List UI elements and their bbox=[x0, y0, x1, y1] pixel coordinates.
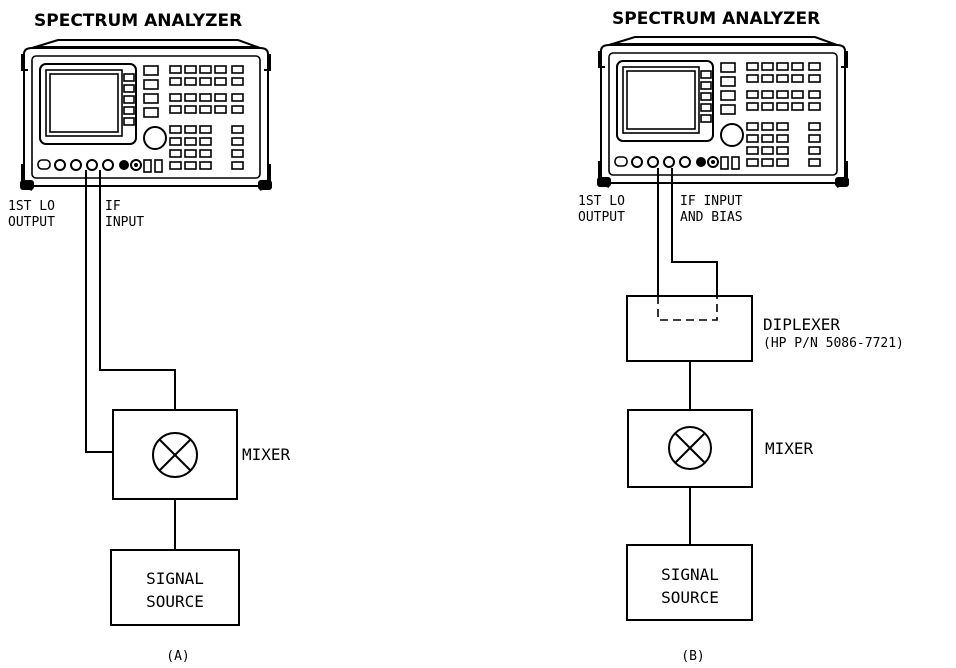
if-input-label-a-line1: IF bbox=[105, 199, 121, 214]
mixer-label-a: MIXER bbox=[242, 445, 291, 464]
if-cable-a bbox=[99, 170, 176, 410]
analyzer-title-a: SPECTRUM ANALYZER bbox=[34, 11, 242, 31]
spectrum-analyzer-icon bbox=[596, 36, 850, 188]
diplexer-internal-path bbox=[657, 296, 718, 321]
mixer-symbol-icon bbox=[152, 432, 198, 478]
if-input-label-b-line2: AND BIAS bbox=[680, 210, 743, 225]
lo-output-label-a-line2: OUTPUT bbox=[8, 215, 55, 230]
if-cable-b bbox=[671, 168, 718, 296]
lo-cable-a bbox=[85, 170, 113, 453]
caption-b: (B) bbox=[681, 649, 704, 664]
lo-output-label-b-line1: 1ST LO bbox=[578, 194, 625, 209]
diplexer-part-number: (HP P/N 5086-7721) bbox=[763, 336, 904, 351]
diagram-a: SPECTRUM ANALYZER 1ST LO OUTPUT IF INPUT… bbox=[8, 11, 291, 664]
mixer-label-b: MIXER bbox=[765, 439, 814, 458]
if-input-label-b-line1: IF INPUT bbox=[680, 194, 743, 209]
diplexer-label: DIPLEXER bbox=[763, 315, 840, 334]
signal-source-label-b-line1: SIGNAL bbox=[661, 565, 719, 584]
lo-output-label-a-line1: 1ST LO bbox=[8, 199, 55, 214]
diplexer-box-b bbox=[626, 295, 753, 362]
spectrum-analyzer-icon bbox=[19, 39, 273, 191]
if-input-label-a-line2: INPUT bbox=[105, 215, 144, 230]
mixer-symbol-icon bbox=[668, 426, 712, 470]
caption-a: (A) bbox=[166, 649, 189, 664]
diagram-b: SPECTRUM ANALYZER 1ST LO OUTPUT IF INPUT… bbox=[578, 9, 904, 664]
signal-source-box-a bbox=[110, 549, 240, 626]
signal-source-label-a-line1: SIGNAL bbox=[146, 569, 204, 588]
analyzer-title-b: SPECTRUM ANALYZER bbox=[612, 9, 820, 29]
lo-output-label-b-line2: OUTPUT bbox=[578, 210, 625, 225]
signal-source-label-a-line2: SOURCE bbox=[146, 592, 204, 611]
signal-source-label-b-line2: SOURCE bbox=[661, 588, 719, 607]
signal-source-box-b bbox=[626, 544, 753, 621]
